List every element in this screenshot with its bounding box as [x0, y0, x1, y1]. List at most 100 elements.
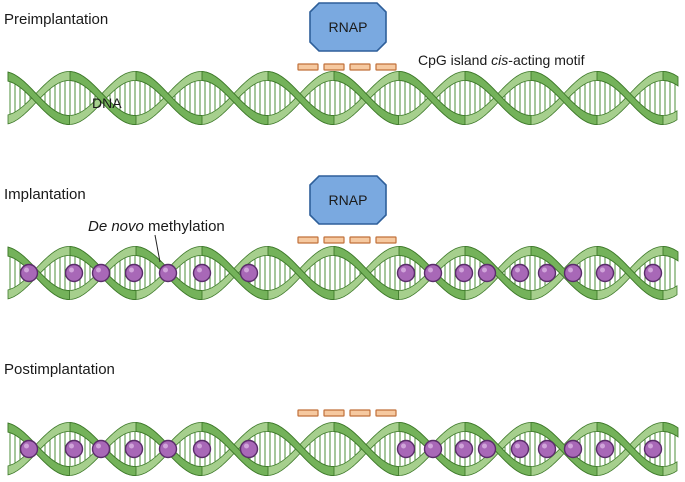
methyl-group	[19, 439, 39, 459]
motif-block	[349, 236, 371, 244]
motif-block	[375, 63, 397, 71]
methyl-group	[595, 439, 615, 459]
panel-title: Implantation	[4, 186, 86, 203]
dna-strand-front	[333, 70, 399, 125]
methyl-highlight	[482, 443, 487, 449]
methyl-group	[454, 263, 474, 283]
methyl-highlight	[24, 443, 29, 449]
methyl-group	[477, 263, 497, 283]
motif-block	[323, 236, 345, 244]
methyl-group	[158, 439, 178, 459]
methyl-group	[454, 439, 474, 459]
methyl-highlight	[401, 267, 406, 273]
cpg-island-motif	[297, 63, 397, 71]
methyl-highlight	[568, 443, 573, 449]
methyl-highlight	[69, 267, 74, 273]
dna-strand-front	[333, 421, 399, 476]
methyl-group	[563, 263, 583, 283]
dna-helix	[7, 421, 679, 476]
dna-strand-front	[596, 422, 664, 476]
dna-strand-front	[201, 70, 269, 125]
dna-strand-front	[333, 245, 399, 300]
methyl-group	[537, 439, 557, 459]
methyl-groups	[19, 263, 663, 283]
methyl-highlight	[163, 267, 168, 273]
dna-strand-front	[69, 70, 137, 125]
methyl-highlight	[24, 267, 29, 273]
motif-block	[375, 236, 397, 244]
panel-title: Preimplantation	[4, 11, 108, 28]
motif-block	[297, 236, 319, 244]
dna-strand-front	[135, 70, 203, 125]
dna-strand-front	[662, 422, 679, 438]
dna-helix	[7, 70, 679, 125]
methyl-group	[595, 263, 615, 283]
methyl-group	[477, 439, 497, 459]
methyl-group	[91, 263, 111, 283]
methyl-highlight	[244, 267, 249, 273]
panel-postimplantation: Postimplantation	[4, 361, 679, 476]
methyl-highlight	[515, 267, 520, 273]
motif-block	[375, 409, 397, 417]
methyl-group	[64, 263, 84, 283]
methyl-highlight	[568, 267, 573, 273]
methyl-group	[563, 439, 583, 459]
methyl-group	[192, 439, 212, 459]
methyl-group	[192, 263, 212, 283]
methyl-highlight	[428, 267, 433, 273]
methyl-group	[124, 263, 144, 283]
methyl-group	[64, 439, 84, 459]
motif-label: CpG island cis-acting motif	[418, 52, 585, 68]
methylation-label: De novo methylation	[88, 218, 225, 235]
dna-strand-front	[662, 246, 679, 262]
methyl-highlight	[542, 267, 547, 273]
methyl-highlight	[428, 443, 433, 449]
cpg-island-motif	[297, 236, 397, 244]
methyl-highlight	[163, 443, 168, 449]
methyl-highlight	[129, 267, 134, 273]
motif-block	[349, 409, 371, 417]
dna-label: DNA	[92, 95, 122, 111]
methyl-highlight	[197, 443, 202, 449]
methyl-highlight	[600, 443, 605, 449]
motif-block	[323, 63, 345, 71]
panel-title: Postimplantation	[4, 361, 115, 378]
methylation-pointer-line	[154, 234, 161, 263]
methyl-highlight	[459, 443, 464, 449]
dna-strand-front	[596, 71, 664, 125]
methyl-highlight	[401, 443, 406, 449]
rnap-complex: RNAP	[309, 2, 387, 52]
methyl-group	[423, 263, 443, 283]
methyl-group	[124, 439, 144, 459]
motif-block	[297, 63, 319, 71]
dna-strand-front	[662, 71, 679, 87]
methyl-highlight	[96, 443, 101, 449]
motif-block	[349, 63, 371, 71]
panel-implantation: Implantation RNAP De novo methylation	[4, 175, 679, 300]
methyl-highlight	[197, 267, 202, 273]
motif-block	[297, 409, 319, 417]
methyl-highlight	[96, 267, 101, 273]
methyl-group	[510, 263, 530, 283]
dna-strand-front	[201, 245, 269, 300]
methyl-group	[239, 263, 259, 283]
methyl-group	[537, 263, 557, 283]
dna-strand-front	[267, 245, 335, 300]
methyl-group	[158, 263, 178, 283]
dna-strand-front	[530, 71, 598, 125]
panel-preimplantation: Preimplantation RNAP CpG island cis-acti…	[4, 2, 679, 125]
methyl-highlight	[69, 443, 74, 449]
methyl-highlight	[515, 443, 520, 449]
dna-strand-front	[398, 71, 466, 125]
dna-strand-front	[201, 421, 269, 476]
methyl-group	[396, 439, 416, 459]
dna-strand-front	[267, 70, 335, 125]
methyl-group	[91, 439, 111, 459]
rnap-shape	[309, 2, 387, 52]
methyl-highlight	[600, 267, 605, 273]
dna-strand-front	[7, 71, 70, 125]
methyl-group	[19, 263, 39, 283]
methyl-groups	[19, 439, 663, 459]
motif-block	[323, 409, 345, 417]
